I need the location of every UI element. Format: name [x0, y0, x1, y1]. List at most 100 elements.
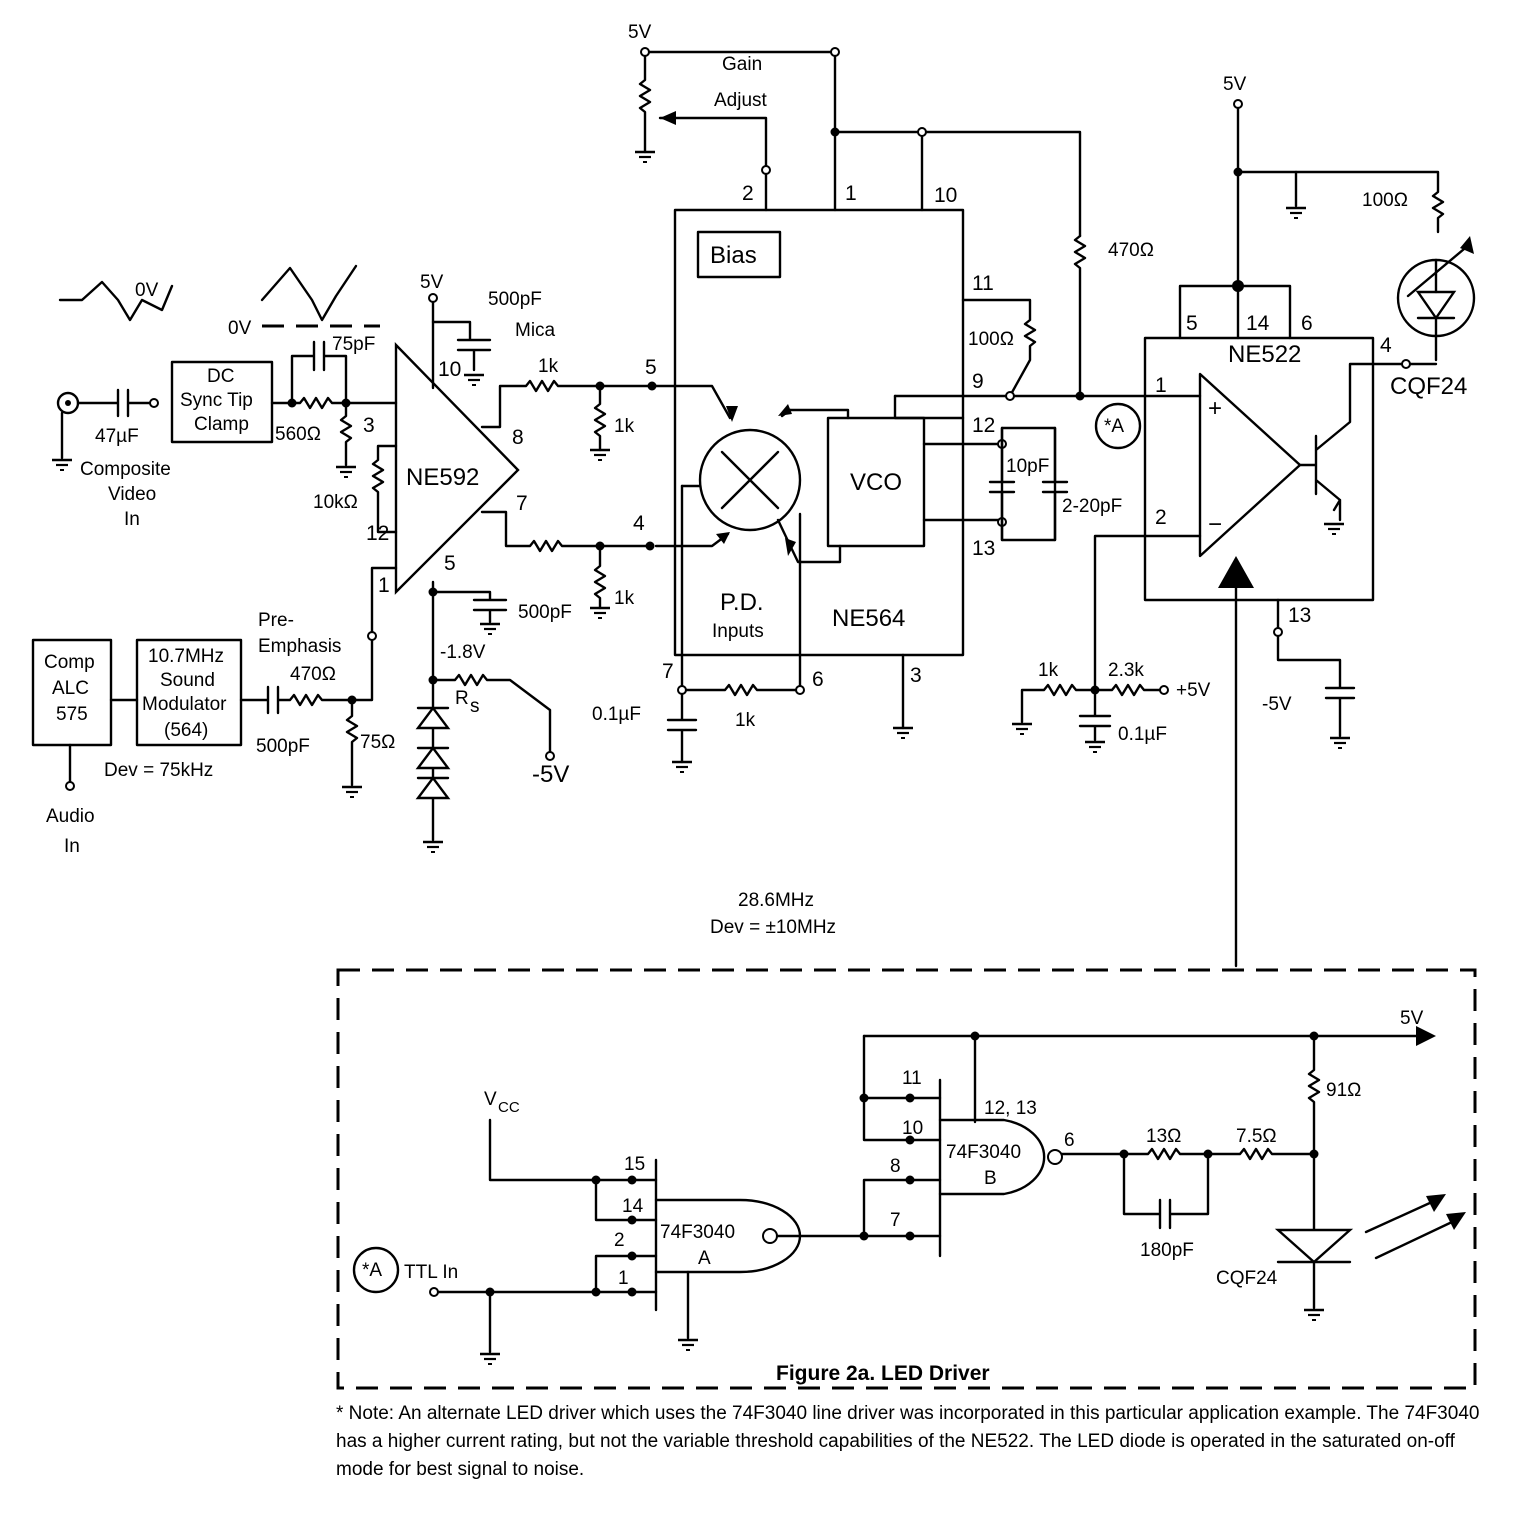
label-5v-522: 5V — [1223, 74, 1247, 95]
label-10k-ohm: 10kΩ — [313, 492, 358, 513]
label-inputs: Inputs — [712, 621, 764, 642]
label-ne564: NE564 — [832, 605, 905, 632]
label-audio: Audio — [46, 806, 95, 827]
pin-4-522: 4 — [1380, 334, 1392, 357]
pin-13-564: 13 — [972, 537, 995, 560]
label-0-1uf-b: 0.1µF — [1118, 724, 1167, 745]
label-47uf: 47µF — [95, 426, 139, 447]
pin-11: 11 — [902, 1068, 922, 1089]
pin-6-564: 6 — [812, 668, 824, 691]
ne522-comparator: 5V 100Ω CQF24 5 14 6 NE522 4 + − 1 2 *A — [1010, 74, 1476, 968]
label-modulator: Modulator — [142, 694, 227, 715]
pin-9-564: 9 — [972, 370, 984, 393]
label-560-ohm: 560Ω — [275, 424, 321, 445]
pin-7: 7 — [890, 1210, 901, 1231]
carrier-annotation: 28.6MHz Dev = ±10MHz — [710, 890, 836, 938]
pin-10: 10 — [902, 1118, 923, 1139]
label-comp: Comp — [44, 652, 95, 673]
label-75pf: 75pF — [332, 334, 375, 355]
label-cqf24-led: CQF24 — [1216, 1268, 1278, 1289]
label-91-ohm: 91Ω — [1326, 1080, 1361, 1101]
label-5v-led: 5V — [1400, 1008, 1424, 1029]
label-star-a-ttl: *A — [362, 1260, 382, 1281]
label-minus-1-8v: -1.8V — [440, 642, 486, 663]
label-1k-pd: 1k — [735, 710, 756, 731]
pin-2-564: 2 — [742, 182, 754, 205]
label-0-1uf: 0.1µF — [592, 704, 641, 725]
gate-b-letter: B — [984, 1168, 997, 1189]
label-plus-5v: +5V — [1176, 680, 1211, 701]
label-5v-592: 5V — [420, 272, 444, 293]
pin-10-592: 10 — [438, 358, 461, 381]
video-input-chain: 0V 0V 47µF Composite Video In DC Sync Ti… — [50, 264, 398, 530]
label-470-ohm: 470Ω — [1108, 240, 1154, 261]
pin-15: 15 — [624, 1154, 645, 1175]
pin-12-592: 12 — [366, 522, 389, 545]
label-mica: Mica — [515, 320, 556, 341]
pin-12-564: 12 — [972, 414, 995, 437]
label-in: In — [124, 509, 140, 530]
label-575: 575 — [56, 704, 88, 725]
pin-1-592: 1 — [378, 574, 390, 597]
audio-chain: Comp ALC 575 Audio In 10.7MHz Sound Modu… — [31, 566, 398, 857]
label-pd: P.D. — [720, 589, 764, 616]
pin-8: 8 — [890, 1156, 901, 1177]
label-28-6mhz: 28.6MHz — [738, 890, 814, 911]
pin-13-522: 13 — [1288, 604, 1311, 627]
pin-3-564: 3 — [910, 664, 922, 687]
label-composite: Composite — [80, 459, 171, 480]
label-500pf: 500pF — [518, 602, 572, 623]
label-sync-tip: Sync Tip — [180, 390, 253, 411]
pin-8-592: 8 — [512, 426, 524, 449]
label-video: Video — [108, 484, 156, 505]
label-emphasis: Emphasis — [258, 636, 341, 657]
pin-6-522: 6 — [1301, 312, 1313, 335]
pin-12-13: 12, 13 — [984, 1098, 1037, 1119]
pin-14-522: 14 — [1246, 312, 1270, 335]
gate-a-part: 74F3040 — [660, 1222, 735, 1243]
pin-14: 14 — [622, 1196, 644, 1217]
application-note: * Note: An alternate LED driver which us… — [336, 1400, 1496, 1484]
label-dev-10mhz: Dev = ±10MHz — [710, 917, 836, 938]
label-minus: − — [1208, 511, 1222, 538]
led-driver-figure: Figure 2a. LED Driver V CC *A TTL In 15 … — [336, 968, 1477, 1390]
label-2-3k: 2.3k — [1108, 660, 1144, 681]
gate-a-letter: A — [698, 1248, 711, 1269]
label-7-5-ohm: 7.5Ω — [1236, 1126, 1277, 1147]
label-vco: VCO — [850, 469, 902, 496]
label-pre: Pre- — [258, 610, 294, 631]
label-75-ohm: 75Ω — [360, 732, 395, 753]
label-adjust: Adjust — [714, 90, 768, 111]
note-text: * Note: An alternate LED driver which us… — [336, 1403, 1480, 1480]
label-gain: Gain — [722, 54, 762, 75]
label-2-20pf: 2-20pF — [1062, 496, 1122, 517]
label-rs-sub: s — [470, 696, 480, 717]
label-clamp: Clamp — [194, 414, 249, 435]
label-bias: Bias — [710, 242, 757, 269]
label-audio-in: In — [64, 836, 80, 857]
pin-7-564: 7 — [662, 660, 674, 683]
label-1k-a: 1k — [538, 356, 559, 377]
label-ne592: NE592 — [406, 464, 479, 491]
pin-2: 2 — [614, 1230, 625, 1251]
ne564-pll-block: Bias 11 100Ω 9 12 13 VCO 10pF 2-20pF — [592, 208, 1147, 774]
pin-1: 1 — [618, 1268, 629, 1289]
label-0v-2: 0V — [228, 318, 252, 339]
label-vcc: V — [484, 1089, 497, 1110]
label-cqf24: CQF24 — [1390, 373, 1467, 400]
pin-2-522: 2 — [1155, 506, 1167, 529]
gain-adjust-network: 5V Gain Adjust 2 1 10 470Ω — [628, 22, 1154, 398]
label-1k-c: 1k — [614, 588, 635, 609]
label-500pf-mica: 500pF — [488, 289, 542, 310]
label-100-ohm: 100Ω — [968, 329, 1014, 350]
label-10pf: 10pF — [1006, 456, 1049, 477]
led-driver-title: Figure 2a. LED Driver — [776, 1362, 990, 1385]
label-0v-1: 0V — [135, 280, 159, 301]
label-star-a-522: *A — [1104, 416, 1124, 437]
label-rs: R — [455, 688, 469, 709]
label-1k-b: 1k — [614, 416, 635, 437]
label-10-7mhz: 10.7MHz — [148, 646, 224, 667]
pin-3-592: 3 — [363, 414, 375, 437]
pin-4-564: 4 — [633, 512, 645, 535]
